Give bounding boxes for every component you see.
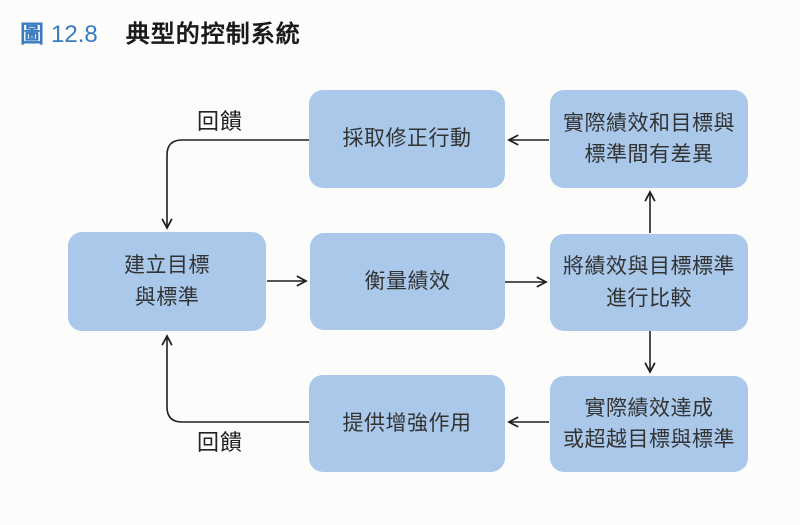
figure-header: 圖 12.8 典型的控制系統 xyxy=(20,14,301,49)
box-establish-goals: 建立目標 與標準 xyxy=(68,232,266,331)
figure-label-icon: 圖 xyxy=(20,21,44,48)
arrow-feedback-top xyxy=(161,139,309,230)
box-performance-achieved: 實際績效達成 或超越目標與標準 xyxy=(550,376,748,472)
box-take-corrective-action: 採取修正行動 xyxy=(309,90,505,188)
figure-title: 典型的控制系統 xyxy=(125,21,301,48)
box-compare-performance: 將績效與目標標準 進行比較 xyxy=(550,234,748,331)
box-performance-discrepancy: 實際績效和目標與 標準間有差異 xyxy=(550,90,748,188)
box-provide-reinforcement: 提供增強作用 xyxy=(309,375,505,472)
box-measure-performance: 衡量績效 xyxy=(310,233,505,330)
feedback-label-bottom: 回饋 xyxy=(197,430,244,455)
arrow-feedback-bottom xyxy=(161,334,309,423)
figure-number: 12.8 xyxy=(51,21,98,48)
feedback-label-top: 回饋 xyxy=(197,109,244,134)
